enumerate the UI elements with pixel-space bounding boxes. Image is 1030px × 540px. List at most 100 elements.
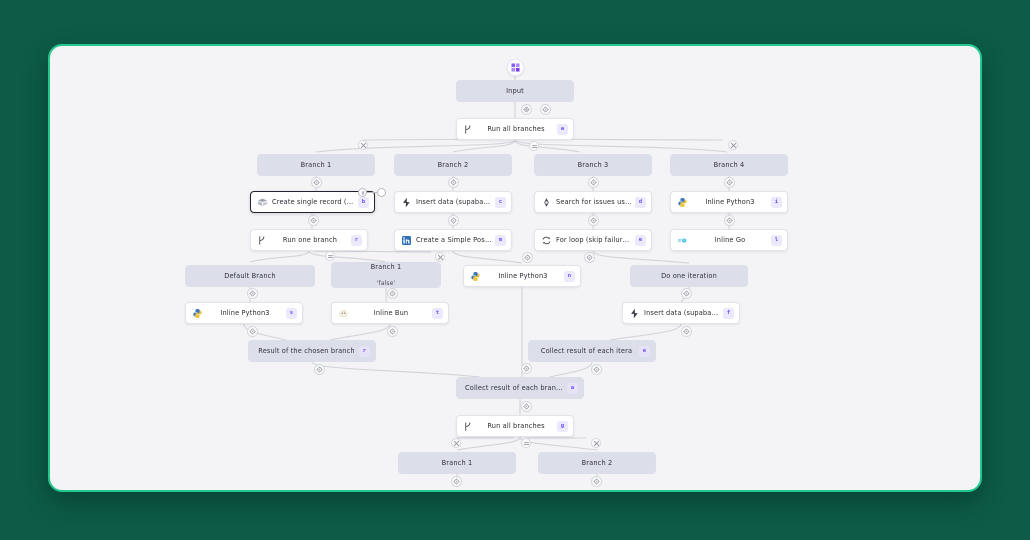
node-branch_2_bottom[interactable]: Branch 2 <box>538 452 656 474</box>
edge-connector-diamond-icon[interactable] <box>681 288 692 299</box>
edge-connector-diamond-icon[interactable] <box>451 476 462 487</box>
node-shortcut-badge[interactable]: b <box>358 196 369 208</box>
node-shortcut-badge[interactable]: m <box>495 234 506 246</box>
node-label: Create single record (airtable) <box>272 198 358 206</box>
node-shortcut-badge[interactable]: r <box>351 234 362 246</box>
node-label: Insert data (supabase) <box>644 309 722 317</box>
node-branch_1_bottom[interactable]: Branch 1 <box>398 452 516 474</box>
node-default_branch[interactable]: Default Branch <box>185 265 315 287</box>
node-branch_3_top[interactable]: Branch 3 <box>534 154 652 176</box>
supabase-icon <box>400 196 413 209</box>
node-supabase_2[interactable]: Insert data (supabase)f <box>622 302 740 324</box>
node-label: Inline Go <box>714 236 746 244</box>
edge-connector-diamond-icon[interactable] <box>448 177 459 188</box>
node-shortcut-badge[interactable]: f <box>723 307 734 319</box>
edge-connector-equals-icon[interactable] <box>521 438 531 448</box>
node-shortcut-badge[interactable]: i <box>771 196 782 208</box>
node-linkedin[interactable]: Create a Simple Post (User) (...m <box>394 229 512 251</box>
edge-connector-x-icon[interactable] <box>728 140 738 150</box>
node-label: Branch 1 <box>441 459 473 467</box>
selection-handle-left-icon[interactable] <box>358 188 367 197</box>
edge-connector-diamond-icon[interactable] <box>387 326 398 337</box>
node-label: Branch 3 <box>577 161 609 169</box>
node-forloop[interactable]: For loop (skip failures)e <box>534 229 652 251</box>
loop-icon <box>540 234 553 247</box>
edge-connector-diamond-icon[interactable] <box>724 215 735 226</box>
node-branch_1_top[interactable]: Branch 1 <box>257 154 375 176</box>
edge-connector-equals-icon[interactable] <box>529 141 539 151</box>
node-input[interactable]: Input <box>456 80 574 102</box>
edge-connector-diamond-icon[interactable] <box>584 252 595 263</box>
edge-connector-diamond-icon[interactable] <box>522 252 533 263</box>
edge-connector-diamond-icon[interactable] <box>247 288 258 299</box>
edge-connector-diamond-icon[interactable] <box>588 215 599 226</box>
edge-connector-diamond-icon[interactable] <box>591 476 602 487</box>
node-python_4[interactable]: Inline Python3 i <box>670 191 788 213</box>
node-shortcut-badge[interactable]: c <box>495 196 506 208</box>
node-branch_1_false[interactable]: Branch 1'false' <box>331 262 441 288</box>
node-label: Inline Python3 <box>220 309 270 317</box>
edge-connector-x-icon[interactable] <box>435 252 445 262</box>
node-label: For loop (skip failures) <box>556 236 633 244</box>
node-shortcut-badge[interactable]: l <box>771 234 782 246</box>
node-do_one_iteration[interactable]: Do one iteration <box>630 265 748 287</box>
node-label: Branch 1 <box>370 263 402 271</box>
node-label: Inline Python3 <box>498 272 548 280</box>
node-label: Insert data (supabase) <box>416 198 494 206</box>
edge-connector-diamond-icon[interactable] <box>521 401 532 412</box>
edge-connector-diamond-icon[interactable] <box>681 326 692 337</box>
node-python_mid[interactable]: Inline Python3 n <box>463 265 581 287</box>
edge-connector-diamond-icon[interactable] <box>314 364 325 375</box>
node-shortcut-badge[interactable]: e <box>639 345 650 357</box>
edge-connector-diamond-icon[interactable] <box>448 215 459 226</box>
node-shortcut-badge[interactable]: e <box>635 234 646 246</box>
node-shortcut-badge[interactable]: a <box>567 382 578 394</box>
node-shortcut-badge[interactable]: t <box>432 307 443 319</box>
node-branch_2_top[interactable]: Branch 2 <box>394 154 512 176</box>
node-shortcut-badge[interactable]: s <box>286 307 297 319</box>
edge-connector-x-icon[interactable] <box>451 438 461 448</box>
node-label: Inline Python3 <box>705 198 755 206</box>
node-supabase_1[interactable]: Insert data (supabase)c <box>394 191 512 213</box>
node-shortcut-badge[interactable]: a <box>557 123 568 135</box>
edge-connector-plus-in-diamond-icon[interactable] <box>521 104 532 115</box>
edge-connector-diamond-icon[interactable] <box>308 215 319 226</box>
python-icon <box>191 307 204 320</box>
node-shortcut-badge[interactable]: d <box>635 196 646 208</box>
node-result_chosen[interactable]: Result of the chosen branch r <box>248 340 376 362</box>
linkedin-icon <box>400 234 413 247</box>
edge-connector-equals-icon[interactable] <box>325 251 335 261</box>
node-inline_go[interactable]: Inline Go l <box>670 229 788 251</box>
node-branch_4_top[interactable]: Branch 4 <box>670 154 788 176</box>
node-label: Branch 4 <box>713 161 745 169</box>
edge-connector-diamond-icon[interactable] <box>387 288 398 299</box>
node-label: Search for issues using JQL (... <box>556 198 635 206</box>
edge-connector-diamond-icon[interactable] <box>540 104 551 115</box>
node-python_left[interactable]: Inline Python3 s <box>185 302 303 324</box>
edge-connector-x-icon[interactable] <box>591 438 601 448</box>
node-shortcut-badge[interactable]: n <box>564 270 575 282</box>
node-label: Result of the chosen branch <box>258 347 355 355</box>
node-label: Input <box>506 87 524 95</box>
node-shortcut-badge[interactable]: r <box>359 345 370 357</box>
edge-connector-diamond-icon[interactable] <box>311 177 322 188</box>
selection-handle-right-icon[interactable] <box>377 188 386 197</box>
edge-connector-diamond-icon[interactable] <box>591 364 602 375</box>
edge-connector-diamond-icon[interactable] <box>247 326 258 337</box>
node-shortcut-badge[interactable]: g <box>557 420 568 432</box>
node-label: Default Branch <box>224 272 276 280</box>
edge-connector-diamond-icon[interactable] <box>521 363 532 374</box>
edge-connector-x-icon[interactable] <box>358 140 368 150</box>
edge-connector-diamond-icon[interactable] <box>724 177 735 188</box>
edge-connector-diamond-icon[interactable] <box>588 177 599 188</box>
node-jira[interactable]: Search for issues using JQL (...d <box>534 191 652 213</box>
node-airtable[interactable]: Create single record (airtable)b <box>250 191 375 213</box>
